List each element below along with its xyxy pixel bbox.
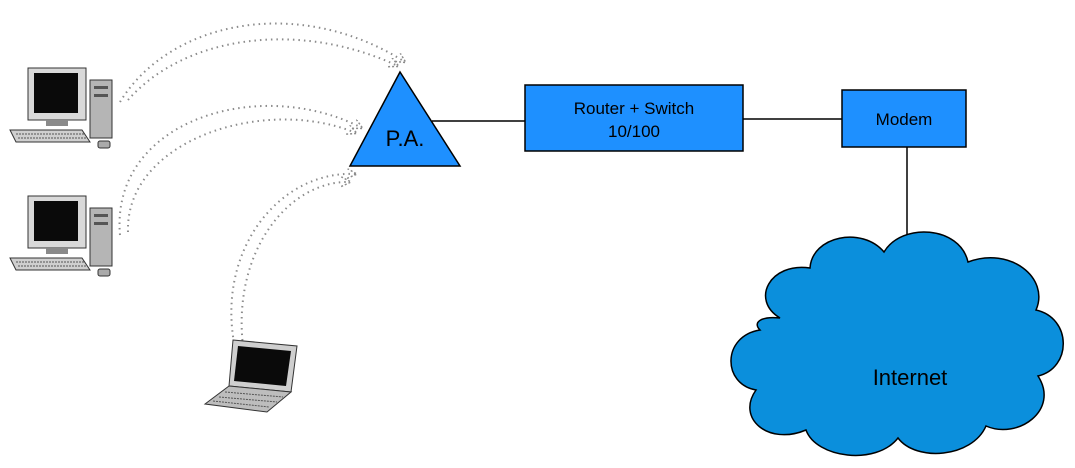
internet-label: Internet: [873, 365, 948, 390]
laptop-icon: [203, 339, 298, 413]
router-switch-label-line2: 10/100: [608, 122, 660, 141]
wireless-links: [118, 22, 405, 349]
wireless-link-desktop-1-outer: [119, 22, 405, 103]
desktop-computer-icon: [9, 67, 113, 149]
access-point-label: P.A.: [386, 126, 425, 151]
wireless-link-desktop-2-outer: [118, 105, 362, 236]
internet-cloud: Internet: [730, 231, 1064, 457]
desktop-computer-icon: [9, 195, 113, 277]
router-switch-node: Router + Switch 10/100: [524, 84, 744, 152]
router-switch-label-line1: Router + Switch: [574, 99, 694, 118]
wireless-link-laptop-outer: [230, 174, 356, 349]
wireless-link-laptop-inner: [240, 182, 350, 347]
access-point-node: P.A.: [348, 70, 462, 167]
wireless-link-desktop-1-inner: [127, 38, 398, 101]
wireless-link-desktop-2-inner: [126, 118, 356, 233]
modem-node: Modem: [841, 89, 967, 148]
modem-label: Modem: [876, 110, 933, 129]
